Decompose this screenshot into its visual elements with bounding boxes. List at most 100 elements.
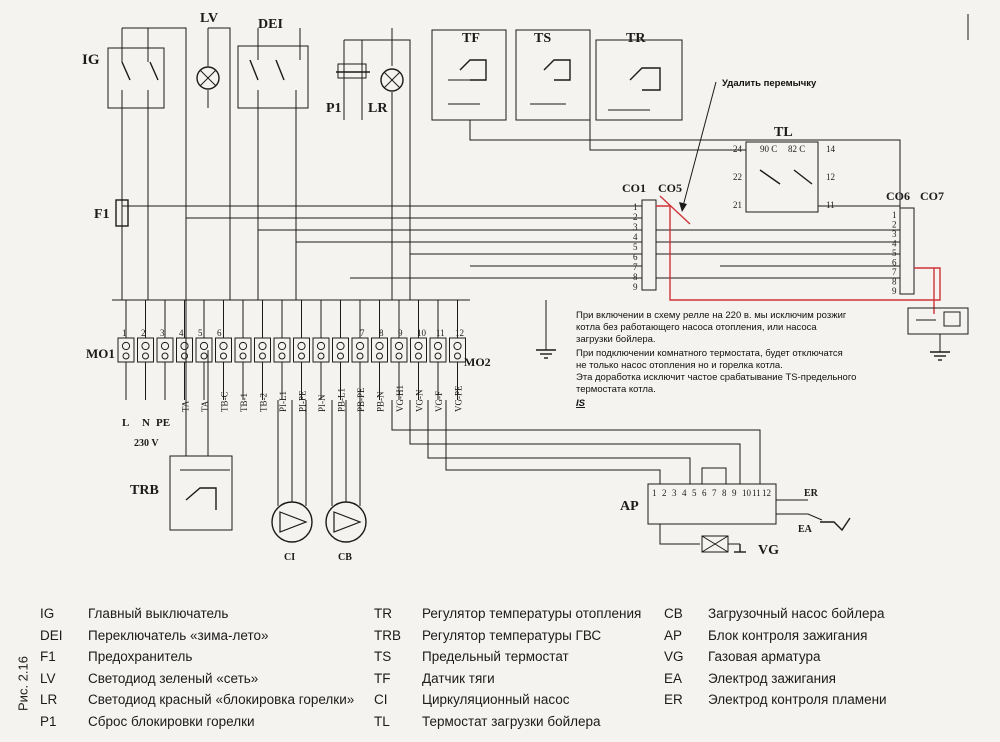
co-pin-number: 3	[633, 222, 638, 232]
terminal-screw	[278, 352, 286, 360]
ap-pin-number: 10	[742, 488, 752, 498]
terminal-screw	[259, 352, 266, 360]
tr-thermostat	[595, 39, 683, 121]
ci-pump	[271, 400, 313, 543]
terminal-tag: TB-2	[259, 393, 269, 412]
legend-text: Предельный термостат	[422, 649, 569, 664]
note-line: котла без работающего насоса отопления, …	[576, 322, 817, 333]
legend-code: TL	[374, 713, 390, 729]
terminal-screw	[258, 341, 267, 351]
terminal-number: 8	[379, 328, 384, 338]
legend-text: Светодиод красный «блокировка горелки»	[88, 692, 355, 707]
legend-text: Главный выключатель	[88, 606, 229, 621]
n-label: N	[142, 417, 150, 429]
terminal-number: 4	[179, 328, 184, 338]
terminal-number: 7	[360, 328, 365, 338]
tl-label: TL	[774, 125, 793, 140]
terminal-screw	[277, 341, 287, 351]
er-label: ER	[804, 488, 819, 499]
terminal-tag: PI-L1	[278, 391, 288, 412]
cb-label: CB	[338, 552, 352, 563]
note-line: загрузки бойлера.	[576, 334, 656, 345]
dei-switch	[237, 28, 309, 300]
co-pin-number: 1	[892, 210, 897, 220]
terminal-screw	[337, 352, 344, 360]
terminal-tag: TB-1	[239, 393, 249, 412]
terminal-strip	[117, 300, 466, 400]
ap-pin-number: 4	[682, 488, 687, 498]
co1-connector	[641, 199, 657, 291]
co-pin-number: 1	[633, 202, 638, 212]
terminal-screw	[453, 341, 462, 351]
terminal-screw	[375, 341, 384, 351]
f1-fuse	[115, 199, 129, 227]
ts-thermostat	[515, 29, 591, 121]
ap-pin-number: 12	[762, 488, 771, 498]
terminal-screw	[395, 352, 403, 360]
wire	[122, 27, 187, 300]
terminal-screw	[141, 341, 150, 351]
ap-ignition-block	[391, 400, 851, 545]
f1-label: F1	[94, 207, 110, 222]
annotation-arrow	[681, 81, 717, 211]
terminal-number: 10	[417, 328, 427, 338]
explanation-note: При включении в схему релле на 220 в. мы…	[576, 310, 856, 409]
co-pin-number: 4	[892, 239, 897, 249]
ap-pin-number: 8	[722, 488, 727, 498]
legend-text: Электрод зажигания	[708, 670, 836, 686]
terminal-screw	[142, 352, 149, 360]
terminal-tag: VG-F	[434, 391, 444, 412]
legend-code: EA	[664, 670, 683, 686]
co-pin-number: 6	[633, 252, 638, 262]
vg-label: VG	[758, 543, 779, 558]
terminal-screw	[160, 341, 170, 351]
terminal-screw	[238, 341, 248, 351]
lv-label: LV	[200, 11, 218, 26]
co-pin-number: 7	[633, 262, 638, 272]
terminal-screw	[220, 352, 227, 360]
pe-label: PE	[156, 417, 170, 429]
ea-label: EA	[798, 524, 813, 535]
ig-label: IG	[82, 52, 100, 68]
legend-code: CI	[374, 692, 388, 707]
legend-text: Сброс блокировки горелки	[88, 713, 255, 729]
legend-code: LR	[40, 692, 58, 707]
legend-text: Датчик тяги	[422, 670, 495, 686]
terminal-number: 1	[122, 328, 127, 338]
terminal-screw	[298, 352, 305, 360]
legend-text: Электрод контроля пламени	[708, 692, 887, 707]
terminal-number: 9	[398, 328, 403, 338]
terminal-tag: PI-PE	[298, 390, 308, 412]
lv-lamp	[196, 28, 220, 108]
ts-label: TS	[534, 31, 551, 46]
lr-lamp	[380, 28, 404, 300]
legend-code: CB	[664, 606, 683, 621]
terminal-screw	[414, 341, 423, 351]
mo1-label: MO1	[86, 346, 115, 361]
co-pin-number: 2	[892, 220, 897, 230]
ap-pin-number: 6	[702, 488, 707, 498]
note-line: Эта доработка исключит частое срабатыван…	[576, 372, 856, 383]
legend-code: LV	[40, 670, 56, 686]
terminal-tag: VG-N	[415, 389, 425, 412]
terminal-number: 3	[160, 328, 165, 338]
tf-label: TF	[462, 31, 480, 46]
legend-code: P1	[40, 713, 57, 729]
p1-label: P1	[326, 101, 342, 116]
co6-label: CO6	[886, 189, 910, 203]
terminal-screw	[356, 352, 364, 360]
tl-pin: 24	[733, 144, 743, 154]
tl-pin: 22	[733, 172, 742, 182]
co-pin-number: 8	[633, 272, 638, 282]
tl-pin: 11	[826, 200, 835, 210]
co7-label: CO7	[920, 189, 944, 203]
co-pin-number: 9	[892, 286, 897, 296]
terminal-screw	[121, 341, 131, 351]
dei-label: DEI	[258, 17, 283, 32]
legend-text: Регулятор температуры ГВС	[422, 627, 602, 643]
vg-gas-valve	[701, 535, 746, 553]
terminal-screw	[376, 352, 383, 360]
note-line: При включении в схему релле на 220 в. мы…	[576, 310, 847, 321]
terminal-screw	[317, 352, 325, 360]
legend-code: TF	[374, 670, 391, 686]
